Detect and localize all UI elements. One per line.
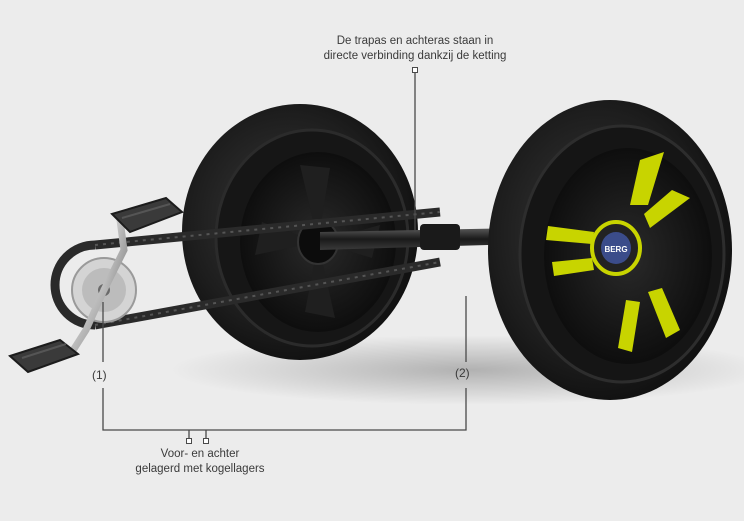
bearings-caption: Voor- en achter gelagerd met kogellagers: [110, 447, 290, 477]
marker-1: (1): [92, 368, 107, 382]
leader-lines: [102, 70, 467, 440]
pedal-upper: [110, 196, 184, 234]
rear-right-wheel: BERG: [488, 100, 732, 400]
hub-logo: BERG: [604, 245, 627, 254]
marker-2: (2): [455, 366, 470, 380]
chain-links: [94, 211, 441, 326]
chain-caption-line1: De trapas en achteras staan in: [336, 35, 494, 47]
leader-endpoints: [186, 67, 418, 444]
leader-bearing-bottom: [102, 388, 467, 431]
bearings-caption-line1: Voor- en achter: [160, 448, 240, 460]
chain-connection-caption: De trapas en achteras staan in directe v…: [300, 34, 530, 64]
bearings-caption-line2: gelagerd met kogellagers: [135, 463, 265, 475]
crank-arms: [68, 216, 128, 356]
rear-axle: [320, 224, 520, 250]
chain-caption-line2: directe verbinding dankzij de ketting: [323, 50, 507, 62]
pedal-lower: [8, 338, 81, 374]
rim-accent-stripes: [546, 152, 690, 352]
